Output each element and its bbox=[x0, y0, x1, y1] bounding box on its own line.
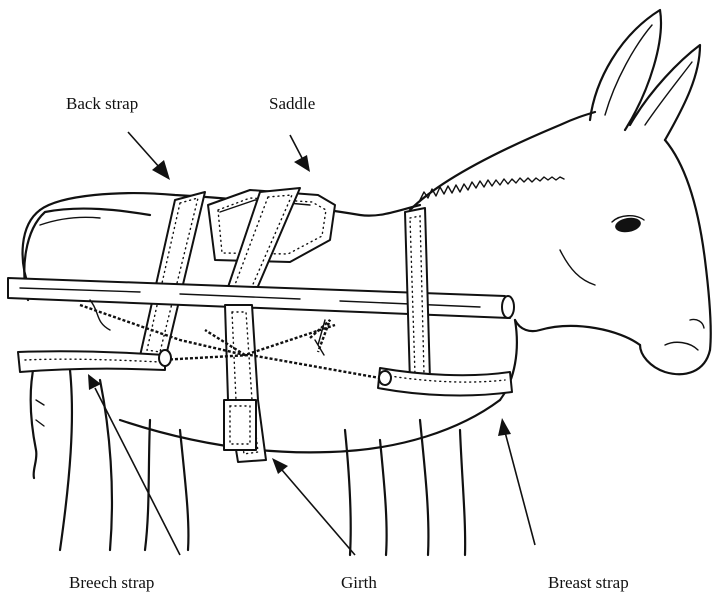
back-strap-label: Back strap bbox=[66, 95, 138, 112]
girth-drawing bbox=[224, 305, 266, 462]
girth-label: Girth bbox=[341, 574, 377, 591]
pack-pole bbox=[8, 278, 514, 318]
breech-strap-label: Breech strap bbox=[69, 574, 154, 591]
donkey-head bbox=[410, 10, 711, 374]
breast-strap-label: Breast strap bbox=[548, 574, 629, 591]
saddle-label: Saddle bbox=[269, 95, 315, 112]
back-strap-drawing bbox=[140, 192, 205, 360]
breech-strap-drawing bbox=[18, 351, 165, 372]
